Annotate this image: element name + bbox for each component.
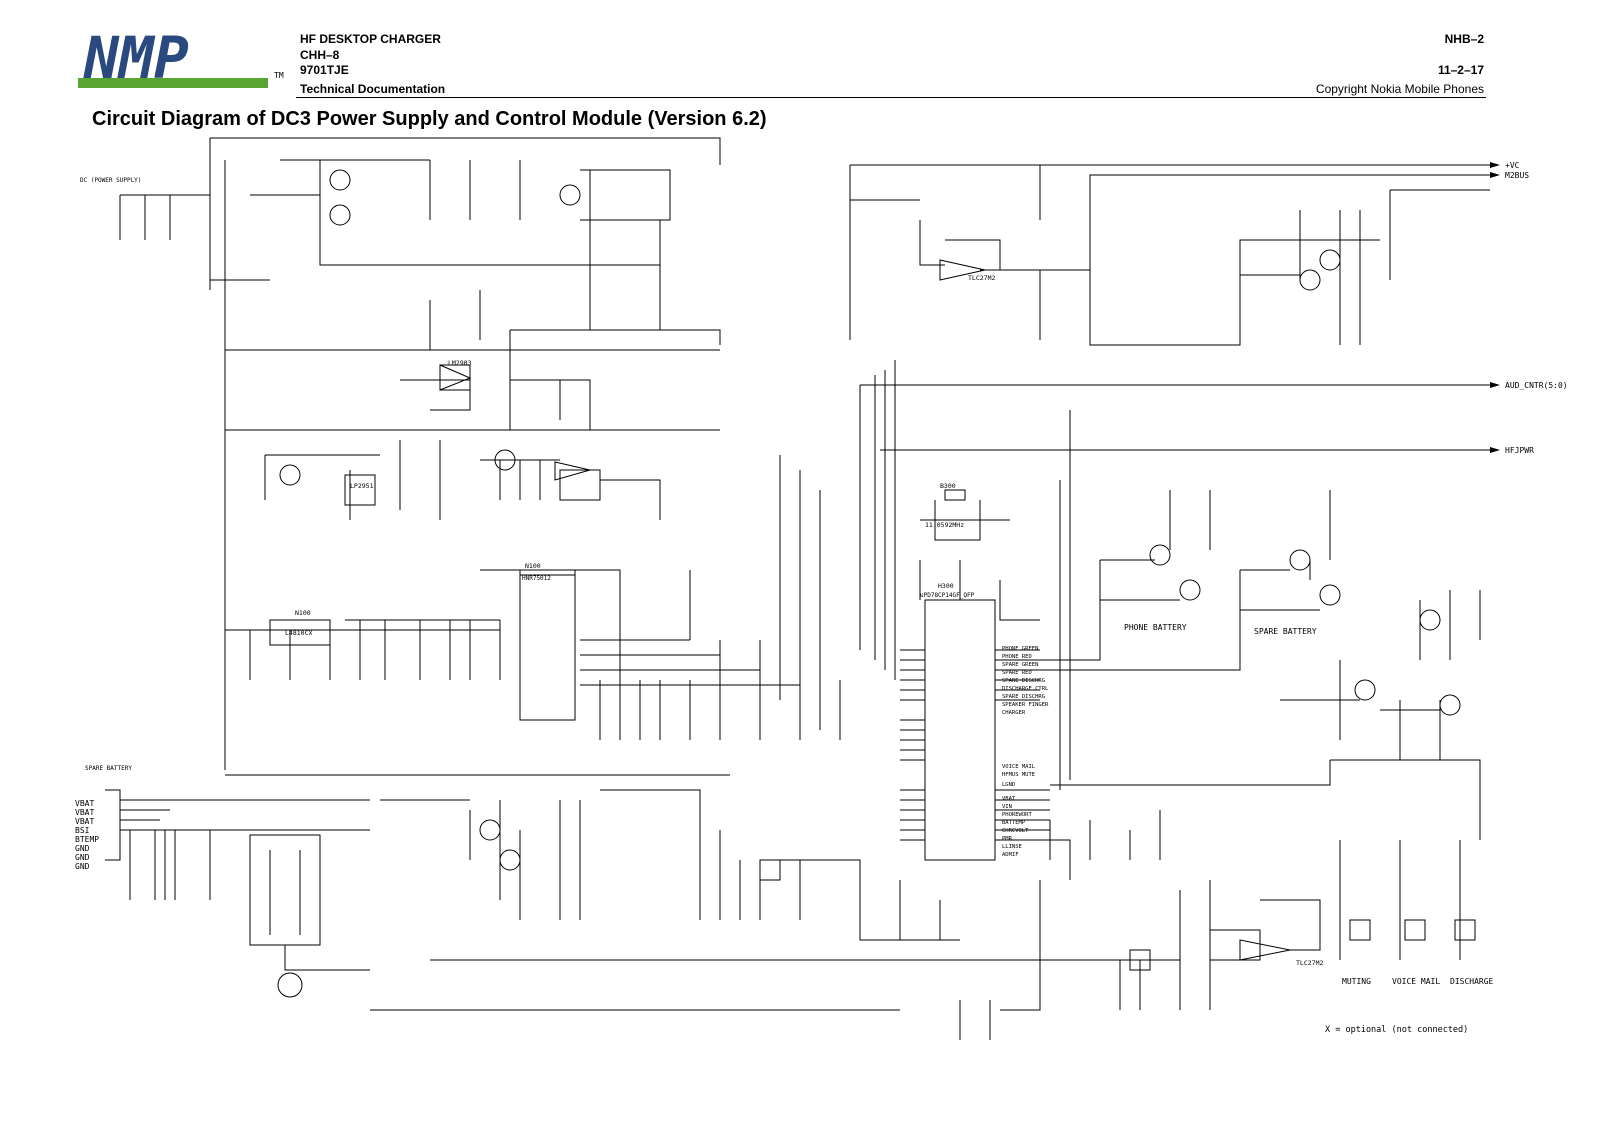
mcu-rpin-15: LGND	[1002, 782, 1015, 788]
mcu-rpin-5: DISCHARGE CTRL	[1002, 686, 1049, 692]
product-line-3: 9701TJE	[300, 63, 349, 77]
mcu-apin-3: BATTEMP	[1002, 820, 1026, 826]
mcu-rpin-0: PHONE GREEN	[1002, 646, 1038, 652]
doc-code: NHB–2	[1444, 32, 1484, 46]
charger-ref: N100	[525, 562, 541, 570]
bat-pin-6: GND	[75, 853, 90, 862]
bat-pin-0: VBAT	[75, 799, 94, 808]
net-aud-cntr: AUD_CNTR(5:0)	[1505, 381, 1568, 390]
mcu-rpin-4: SPARE DISCHRG	[1002, 678, 1045, 684]
product-line-2: CHH–8	[300, 47, 340, 62]
mcu-rpin-6: SPARE DISCHRG	[1002, 694, 1045, 700]
mcu-rpin-7: SPEAKER FINGER	[1002, 702, 1049, 708]
mcu-part: uPD78CP14GF_QFP	[920, 592, 975, 599]
reg-ref: N100	[295, 609, 311, 617]
mcu-rpin-8: CHARGER	[1002, 710, 1026, 716]
mcu-apin-2: PHOREWORT	[1002, 812, 1032, 818]
svg-text:TM: TM	[274, 71, 284, 80]
product-line-1: HF DESKTOP CHARGER	[300, 32, 441, 46]
label-discharge: DISCHARGE	[1450, 977, 1494, 986]
logo-text: NMP	[83, 28, 189, 92]
bat-pin-1: VBAT	[75, 808, 94, 817]
reg-part: L4810CX	[285, 629, 312, 637]
mcu-ref: H300	[938, 582, 954, 590]
mcu-apin-1: VIN	[1002, 804, 1012, 810]
copyright: Copyright Nokia Mobile Phones	[1315, 82, 1484, 96]
note-optional: X = optional (not connected)	[1325, 1025, 1468, 1035]
nmp-logo: NMP TM	[78, 24, 288, 94]
mcu-rpin-3: SPARE RED	[1002, 670, 1032, 676]
logo-green-bar	[78, 78, 268, 88]
header-rule	[296, 97, 1486, 98]
net-spare-battery: SPARE BATTERY	[85, 765, 132, 772]
bat-pin-7: GND	[75, 862, 90, 871]
bat-pin-2: VBAT	[75, 817, 94, 826]
label-spare-battery: SPARE BATTERY	[1254, 627, 1317, 636]
bat-pin-5: GND	[75, 844, 90, 853]
charger-part: HNR75012	[522, 575, 551, 582]
net-hfjpwr: HFJPWR	[1505, 446, 1534, 455]
bat-pin-3: BSI	[75, 826, 90, 835]
mcu-apin-7: ADMIF	[1002, 852, 1019, 858]
net-m2bus: M2BUS	[1505, 171, 1529, 180]
bat-pin-4: BTEMP	[75, 835, 99, 844]
lm2903: LM2903	[448, 359, 472, 367]
mcu-rpin-13: VOICE MAIL	[1002, 764, 1036, 770]
mcu-apin-6: LLINSE	[1002, 844, 1022, 850]
label-phone-battery: PHONE BATTERY	[1124, 623, 1187, 632]
lp2951: LP2951	[350, 482, 374, 490]
header-right: NHB–2 11–2–17	[1438, 32, 1484, 78]
mcu-apin-5: PMR	[1002, 836, 1013, 842]
crystal-freq: 11.0592MHz	[925, 521, 964, 529]
label-voice-mail: VOICE MAIL	[1392, 977, 1440, 986]
tlc27m2-bottom: TLC27M2	[1296, 959, 1323, 967]
mcu-rpin-2: SPARE GREEN	[1002, 662, 1038, 668]
doc-type: Technical Documentation	[300, 81, 446, 96]
mcu-apin-0: VBAT	[1002, 796, 1016, 802]
mcu-apin-4: CHRCVOLT	[1002, 828, 1029, 834]
mcu-rpin-1: PHONE RED	[1002, 654, 1032, 660]
mcu-rpin-14: HFMUS MUTE	[1002, 772, 1035, 778]
page-title: Circuit Diagram of DC3 Power Supply and …	[92, 108, 767, 130]
crystal-ref: B300	[940, 482, 956, 490]
page-number: 11–2–17	[1437, 62, 1484, 77]
header-left: HF DESKTOP CHARGER CHH–8 9701TJE Technic…	[300, 32, 445, 97]
net-vc: +VC	[1505, 161, 1520, 170]
label-muting: MUTING	[1342, 977, 1371, 986]
net-dc-power: DC (POWER SUPPLY)	[80, 177, 141, 184]
tlc27m2-top: TLC27M2	[968, 274, 995, 282]
